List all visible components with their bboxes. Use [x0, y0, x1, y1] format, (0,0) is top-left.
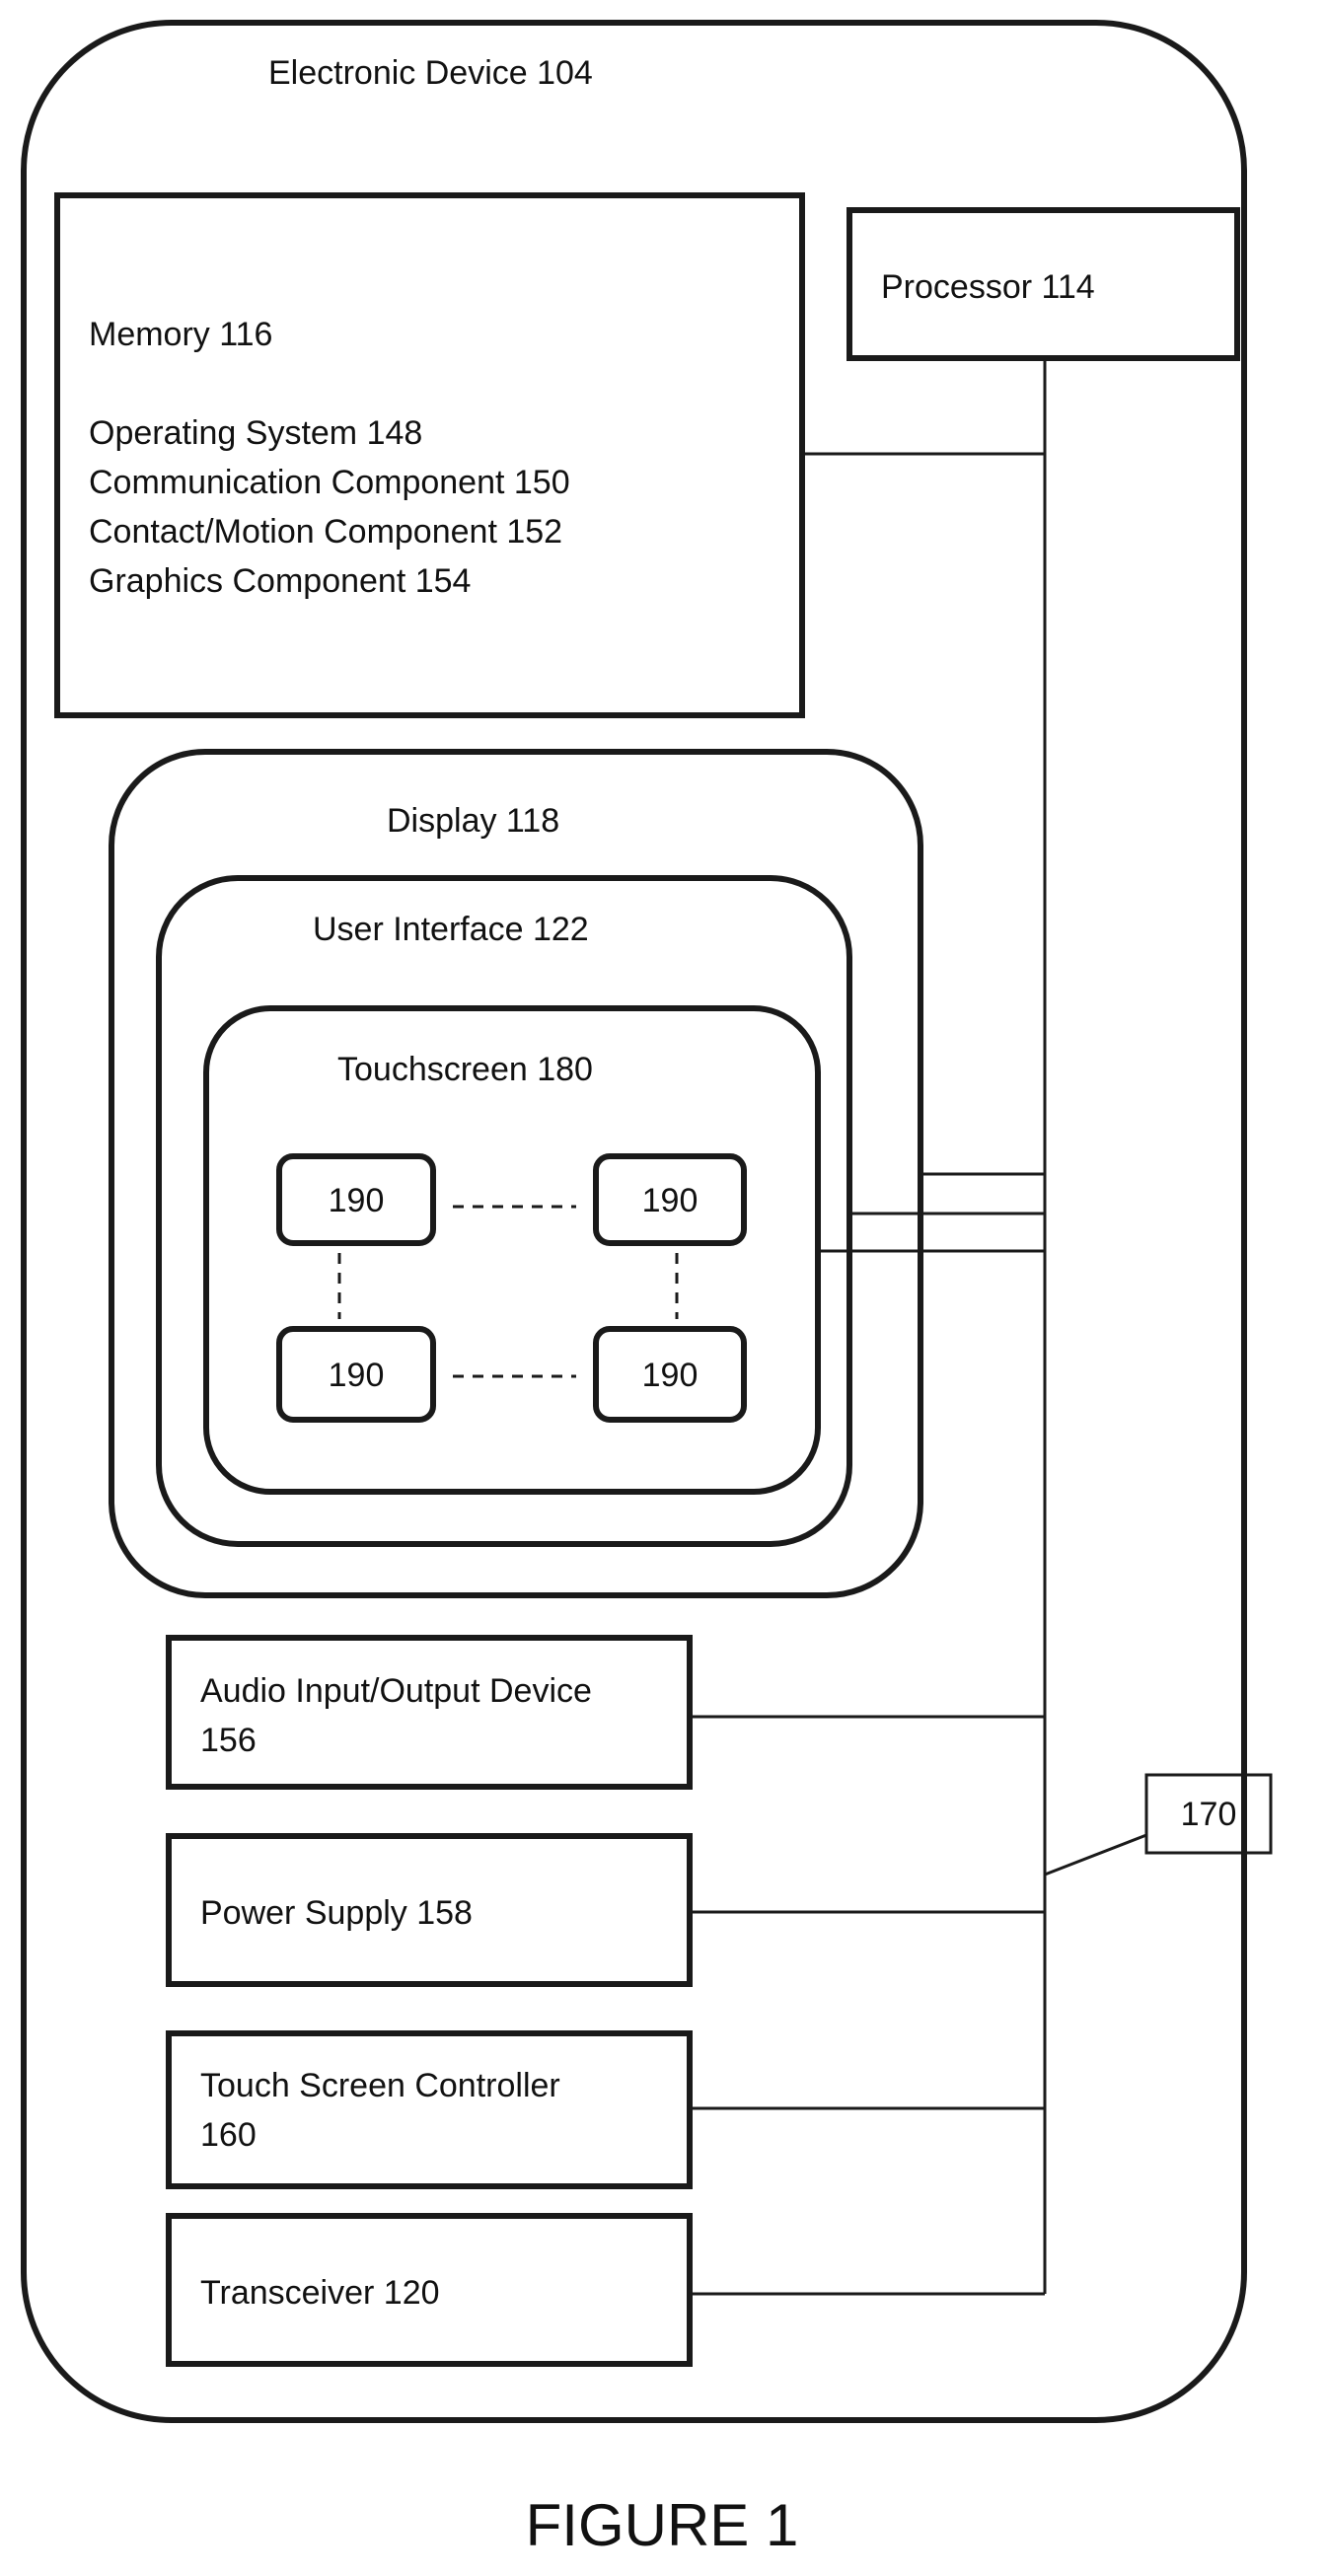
audio-label-line1: Audio Input/Output Device [200, 1672, 592, 1710]
display-label: Display 118 [387, 802, 559, 840]
processor-block: Processor 114 [849, 210, 1237, 358]
processor-label: Processor 114 [881, 268, 1095, 306]
touch-node-bottom-right-label: 190 [642, 1357, 699, 1394]
audio-box [169, 1638, 690, 1787]
memory-item-contact-motion: Contact/Motion Component 152 [89, 513, 562, 551]
system-bus [690, 358, 1045, 2294]
user-interface-label: User Interface 122 [313, 911, 589, 948]
touch-controller-label-line1: Touch Screen Controller [200, 2067, 560, 2104]
power-label: Power Supply 158 [200, 1894, 473, 1932]
bus-reference-label: 170 [1181, 1796, 1237, 1833]
touch-node-top-left-label: 190 [329, 1182, 385, 1219]
bus-reference: 170 [1045, 1775, 1271, 1875]
display-block: Display 118 User Interface 122 Touchscre… [111, 752, 920, 1595]
power-block: Power Supply 158 [169, 1836, 690, 1984]
touch-node-bottom-left-label: 190 [329, 1357, 385, 1394]
electronic-device-label: Electronic Device 104 [268, 54, 593, 92]
memory-item-graphics: Graphics Component 154 [89, 562, 471, 600]
touch-controller-box [169, 2033, 690, 2186]
touch-controller-block: Touch Screen Controller 160 [169, 2033, 690, 2186]
bus-reference-leader [1045, 1835, 1146, 1875]
transceiver-label: Transceiver 120 [200, 2274, 440, 2312]
memory-item-communication: Communication Component 150 [89, 464, 570, 501]
memory-item-operating-system: Operating System 148 [89, 414, 422, 452]
audio-block: Audio Input/Output Device 156 [169, 1638, 690, 1787]
memory-title: Memory 116 [89, 316, 272, 353]
touchscreen-label: Touchscreen 180 [337, 1051, 593, 1088]
transceiver-block: Transceiver 120 [169, 2216, 690, 2364]
figure-caption: FIGURE 1 [526, 2492, 799, 2558]
touch-controller-label-line2: 160 [200, 2116, 257, 2154]
memory-block: Memory 116 Operating System 148 Communic… [57, 195, 802, 715]
audio-label-line2: 156 [200, 1722, 257, 1759]
memory-box [57, 195, 802, 715]
touch-node-top-right-label: 190 [642, 1182, 699, 1219]
